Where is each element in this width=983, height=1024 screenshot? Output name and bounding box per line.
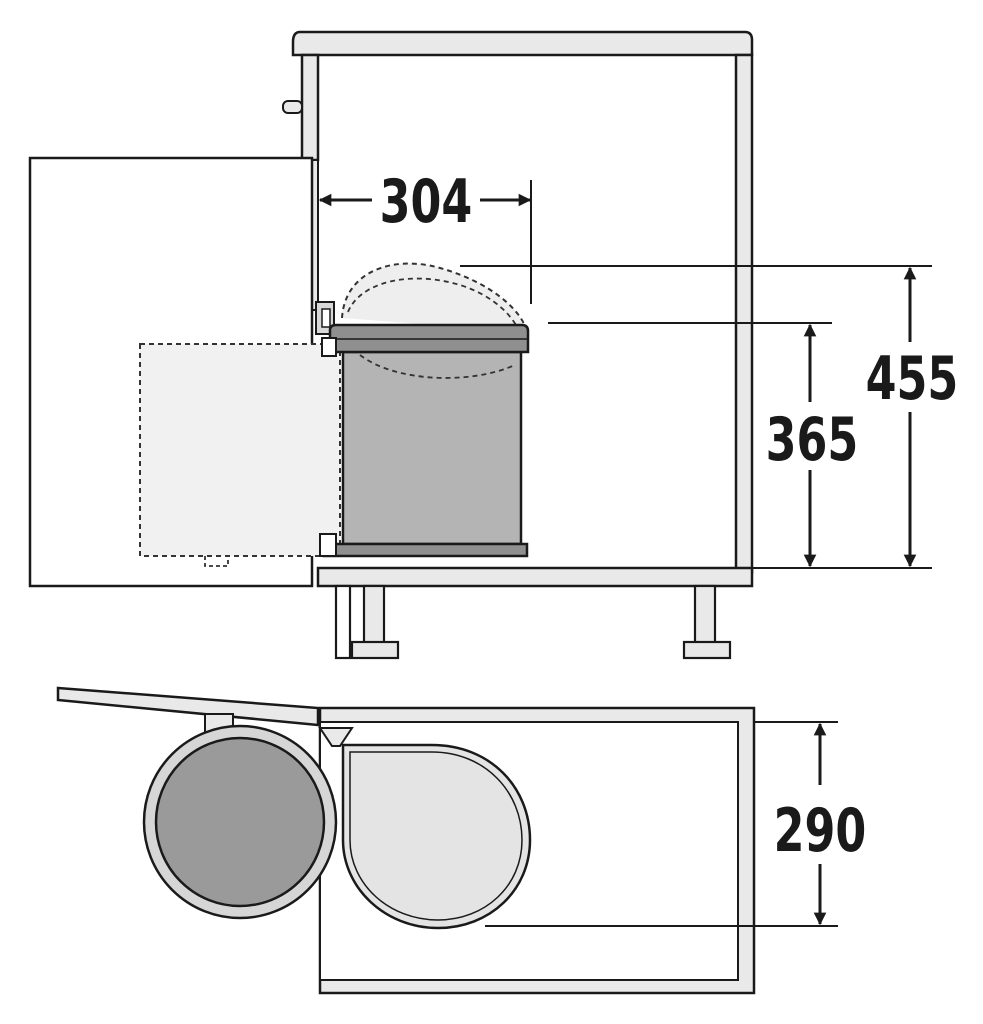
countertop: [291, 30, 754, 57]
bin-base-bracket: [319, 533, 337, 557]
plan-parked-bin-rim: [349, 751, 523, 921]
bin-body: [341, 350, 523, 546]
bin-bottom-rim: [322, 542, 529, 558]
plan-bin-inner: [154, 736, 326, 908]
dim-width-label: 304: [380, 167, 473, 236]
left-front-leg: [362, 584, 386, 646]
ghost-open-lid: [341, 262, 528, 333]
dim-depth-label: 290: [774, 796, 867, 865]
plan-pivot: [318, 727, 354, 747]
cabinet-bottom-panel: [316, 566, 754, 588]
cabinet-left-post: [300, 53, 320, 162]
dim-bin-height-label: 365: [766, 405, 859, 474]
ghost-bin-outline: [139, 343, 341, 557]
left-rear-leg: [334, 584, 352, 660]
dim-total-height-label: 455: [866, 344, 959, 413]
plan-parked-bin: [341, 743, 532, 930]
hinge-slot: [321, 308, 331, 328]
right-foot: [682, 640, 732, 660]
plan-open-door: [56, 686, 320, 727]
bin-top-bracket: [321, 337, 337, 357]
cabinet-right-panel: [734, 53, 754, 574]
side-elevation-view: 304 455 365: [28, 30, 959, 660]
ghost-bin-foot: [204, 556, 229, 567]
left-foot: [350, 640, 400, 660]
frame-knob: [282, 100, 303, 114]
right-leg: [693, 584, 717, 646]
top-plan-view: 290: [56, 686, 867, 995]
ghost-lid-inner: [347, 277, 521, 335]
